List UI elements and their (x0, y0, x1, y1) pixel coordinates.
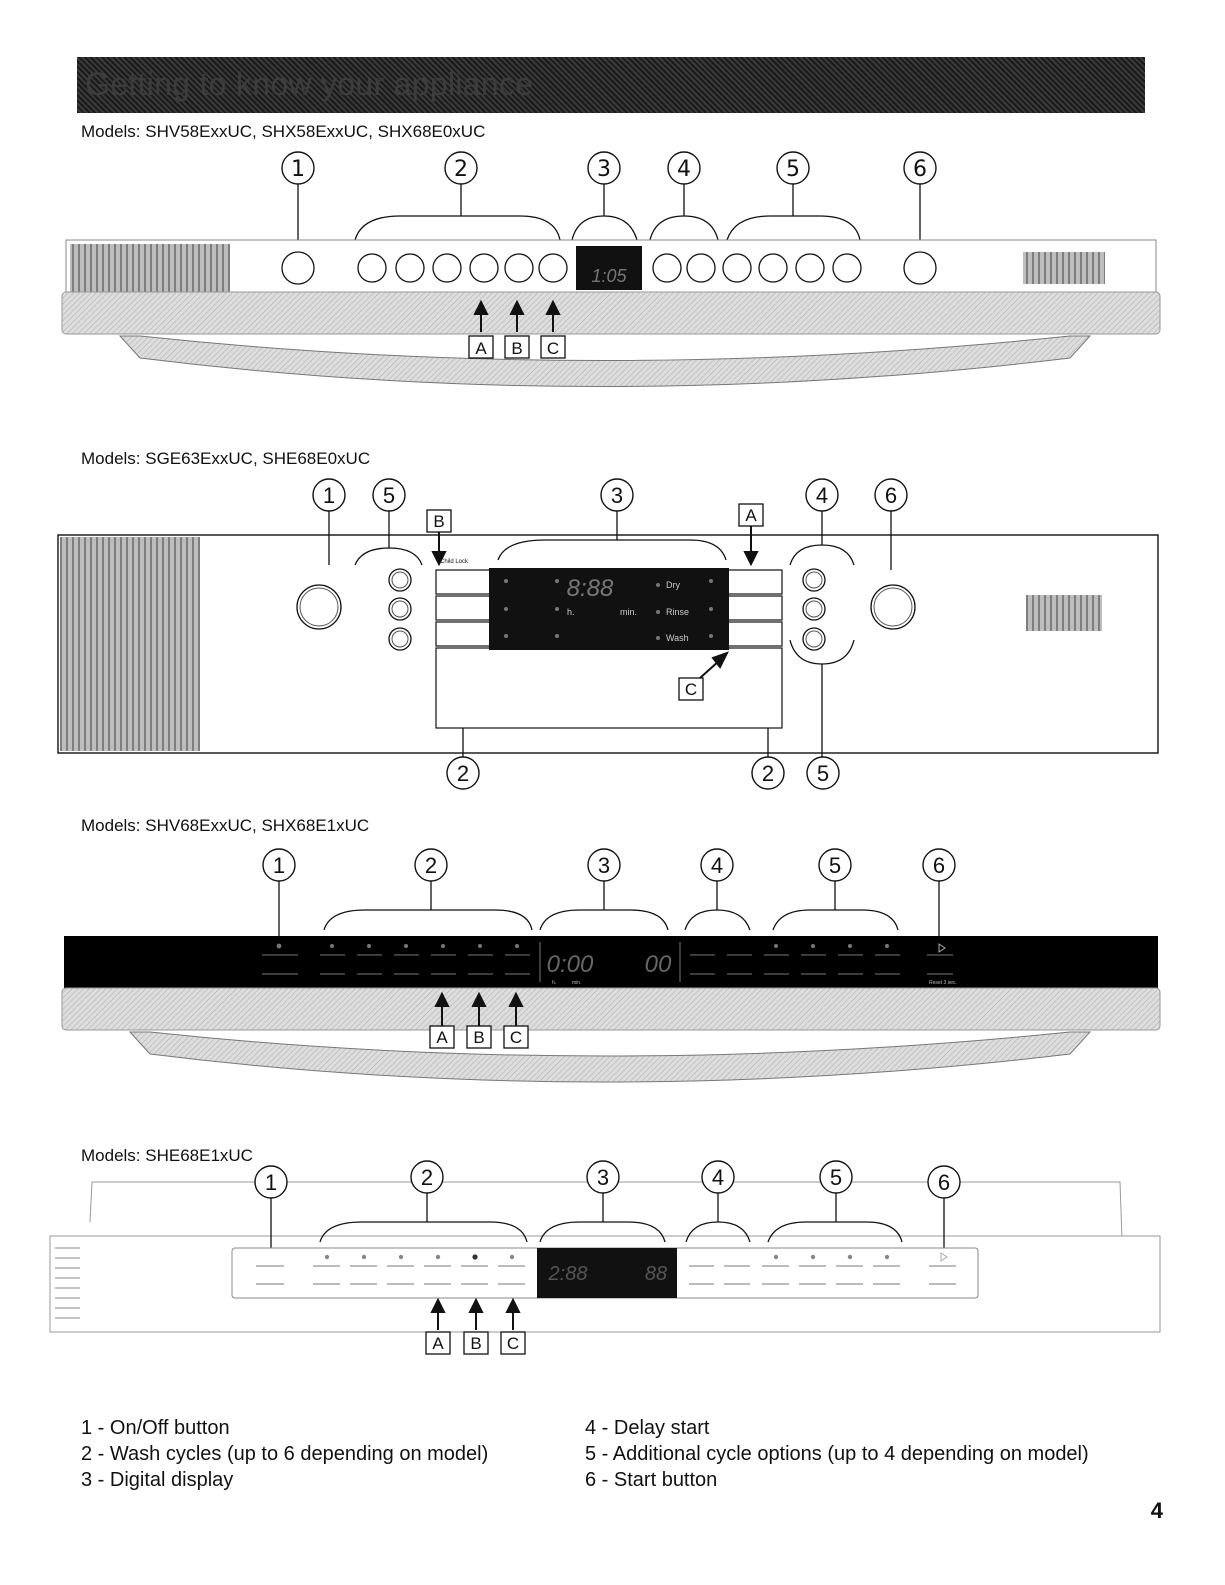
panel-diagram-3: 1 2 3 4 5 6 0:00 00 h. (61, 848, 1161, 1083)
callout-5: 5 (383, 483, 395, 508)
display-h: h. (552, 980, 556, 986)
callout-4: 4 (711, 853, 723, 878)
indicator-wash: Wash (666, 633, 689, 643)
callout-2: 2 (421, 1165, 433, 1190)
callout-2: 2 (457, 761, 469, 786)
section-4-models: Models: SHE68E1xUC (81, 1146, 253, 1165)
callout-6: 6 (933, 853, 945, 878)
panel-diagram-2: 1 5 3 4 6 2 2 5 (57, 478, 1159, 790)
display-h: h. (567, 607, 575, 617)
display-readout-2: 8:88 (567, 575, 614, 602)
callout-6: 6 (913, 157, 927, 182)
callout-5: 5 (786, 157, 800, 182)
display-readout-4-right: 88 (645, 1263, 667, 1285)
callout-2: 2 (762, 761, 774, 786)
display-readout-3-right: 00 (645, 951, 672, 978)
page-number: 4 (1150, 1498, 1163, 1523)
panel-diagram-1: 1 2 3 4 5 6 1:05 (61, 151, 1161, 387)
legend-item-4: 4 - Delay start (585, 1417, 710, 1439)
callout-3: 3 (611, 483, 623, 508)
callout-1: 1 (273, 853, 285, 878)
indicator-rinse: Rinse (666, 607, 689, 617)
callout-4: 4 (712, 1165, 724, 1190)
letter-a: A (745, 506, 757, 525)
display-readout-3-left: 0:00 (547, 951, 594, 978)
title-banner: Getting to know your appliance (77, 57, 1145, 113)
child-lock-label: Child Lock (440, 559, 469, 565)
letter-b: B (473, 1028, 484, 1047)
callout-6: 6 (938, 1170, 950, 1195)
callout-3: 3 (597, 157, 611, 182)
callout-2: 2 (454, 157, 468, 182)
legend-item-5: 5 - Additional cycle options (up to 4 de… (585, 1443, 1089, 1465)
callout-2: 2 (425, 853, 437, 878)
letter-c: C (507, 1334, 519, 1353)
callout-5: 5 (830, 1165, 842, 1190)
letter-a: A (432, 1334, 444, 1353)
letter-c: C (547, 339, 559, 358)
section-2-models: Models: SGE63ExxUC, SHE68E0xUC (81, 449, 371, 468)
reset-label: Reset 3 sec. (929, 980, 957, 986)
panel-diagram-4: 1 2 3 4 5 6 2:88 88 (49, 1160, 1161, 1355)
letter-b: B (433, 512, 444, 531)
letter-a: A (475, 339, 487, 358)
letter-b: B (511, 339, 522, 358)
callout-5: 5 (817, 761, 829, 786)
section-3-models: Models: SHV68ExxUC, SHX68E1xUC (81, 816, 370, 835)
callout-4: 4 (816, 483, 828, 508)
legend-item-3: 3 - Digital display (81, 1469, 234, 1491)
callout-6: 6 (885, 483, 897, 508)
indicator-dry: Dry (666, 580, 680, 590)
display-min: min. (572, 980, 581, 986)
callout-1: 1 (323, 483, 335, 508)
callout-5: 5 (829, 853, 841, 878)
callout-4: 4 (677, 157, 691, 182)
display-readout-4-left: 2:88 (548, 1263, 588, 1285)
callout-3: 3 (597, 1165, 609, 1190)
display-readout-1: 1:05 (591, 266, 627, 286)
callout-3: 3 (598, 853, 610, 878)
section-1-models: Models: SHV58ExxUC, SHX58ExxUC, SHX68E0x… (81, 122, 486, 141)
letter-c: C (685, 680, 697, 699)
callout-1: 1 (291, 157, 305, 182)
page-title: Getting to know your appliance (85, 66, 534, 102)
letter-c: C (510, 1028, 522, 1047)
letter-a: A (436, 1028, 448, 1047)
legend-item-1: 1 - On/Off button (81, 1417, 230, 1439)
callout-1: 1 (265, 1170, 277, 1195)
display-min: min. (620, 607, 637, 617)
legend-item-6: 6 - Start button (585, 1469, 718, 1491)
legend-item-2: 2 - Wash cycles (up to 6 depending on mo… (81, 1443, 489, 1465)
letter-b: B (470, 1334, 481, 1353)
